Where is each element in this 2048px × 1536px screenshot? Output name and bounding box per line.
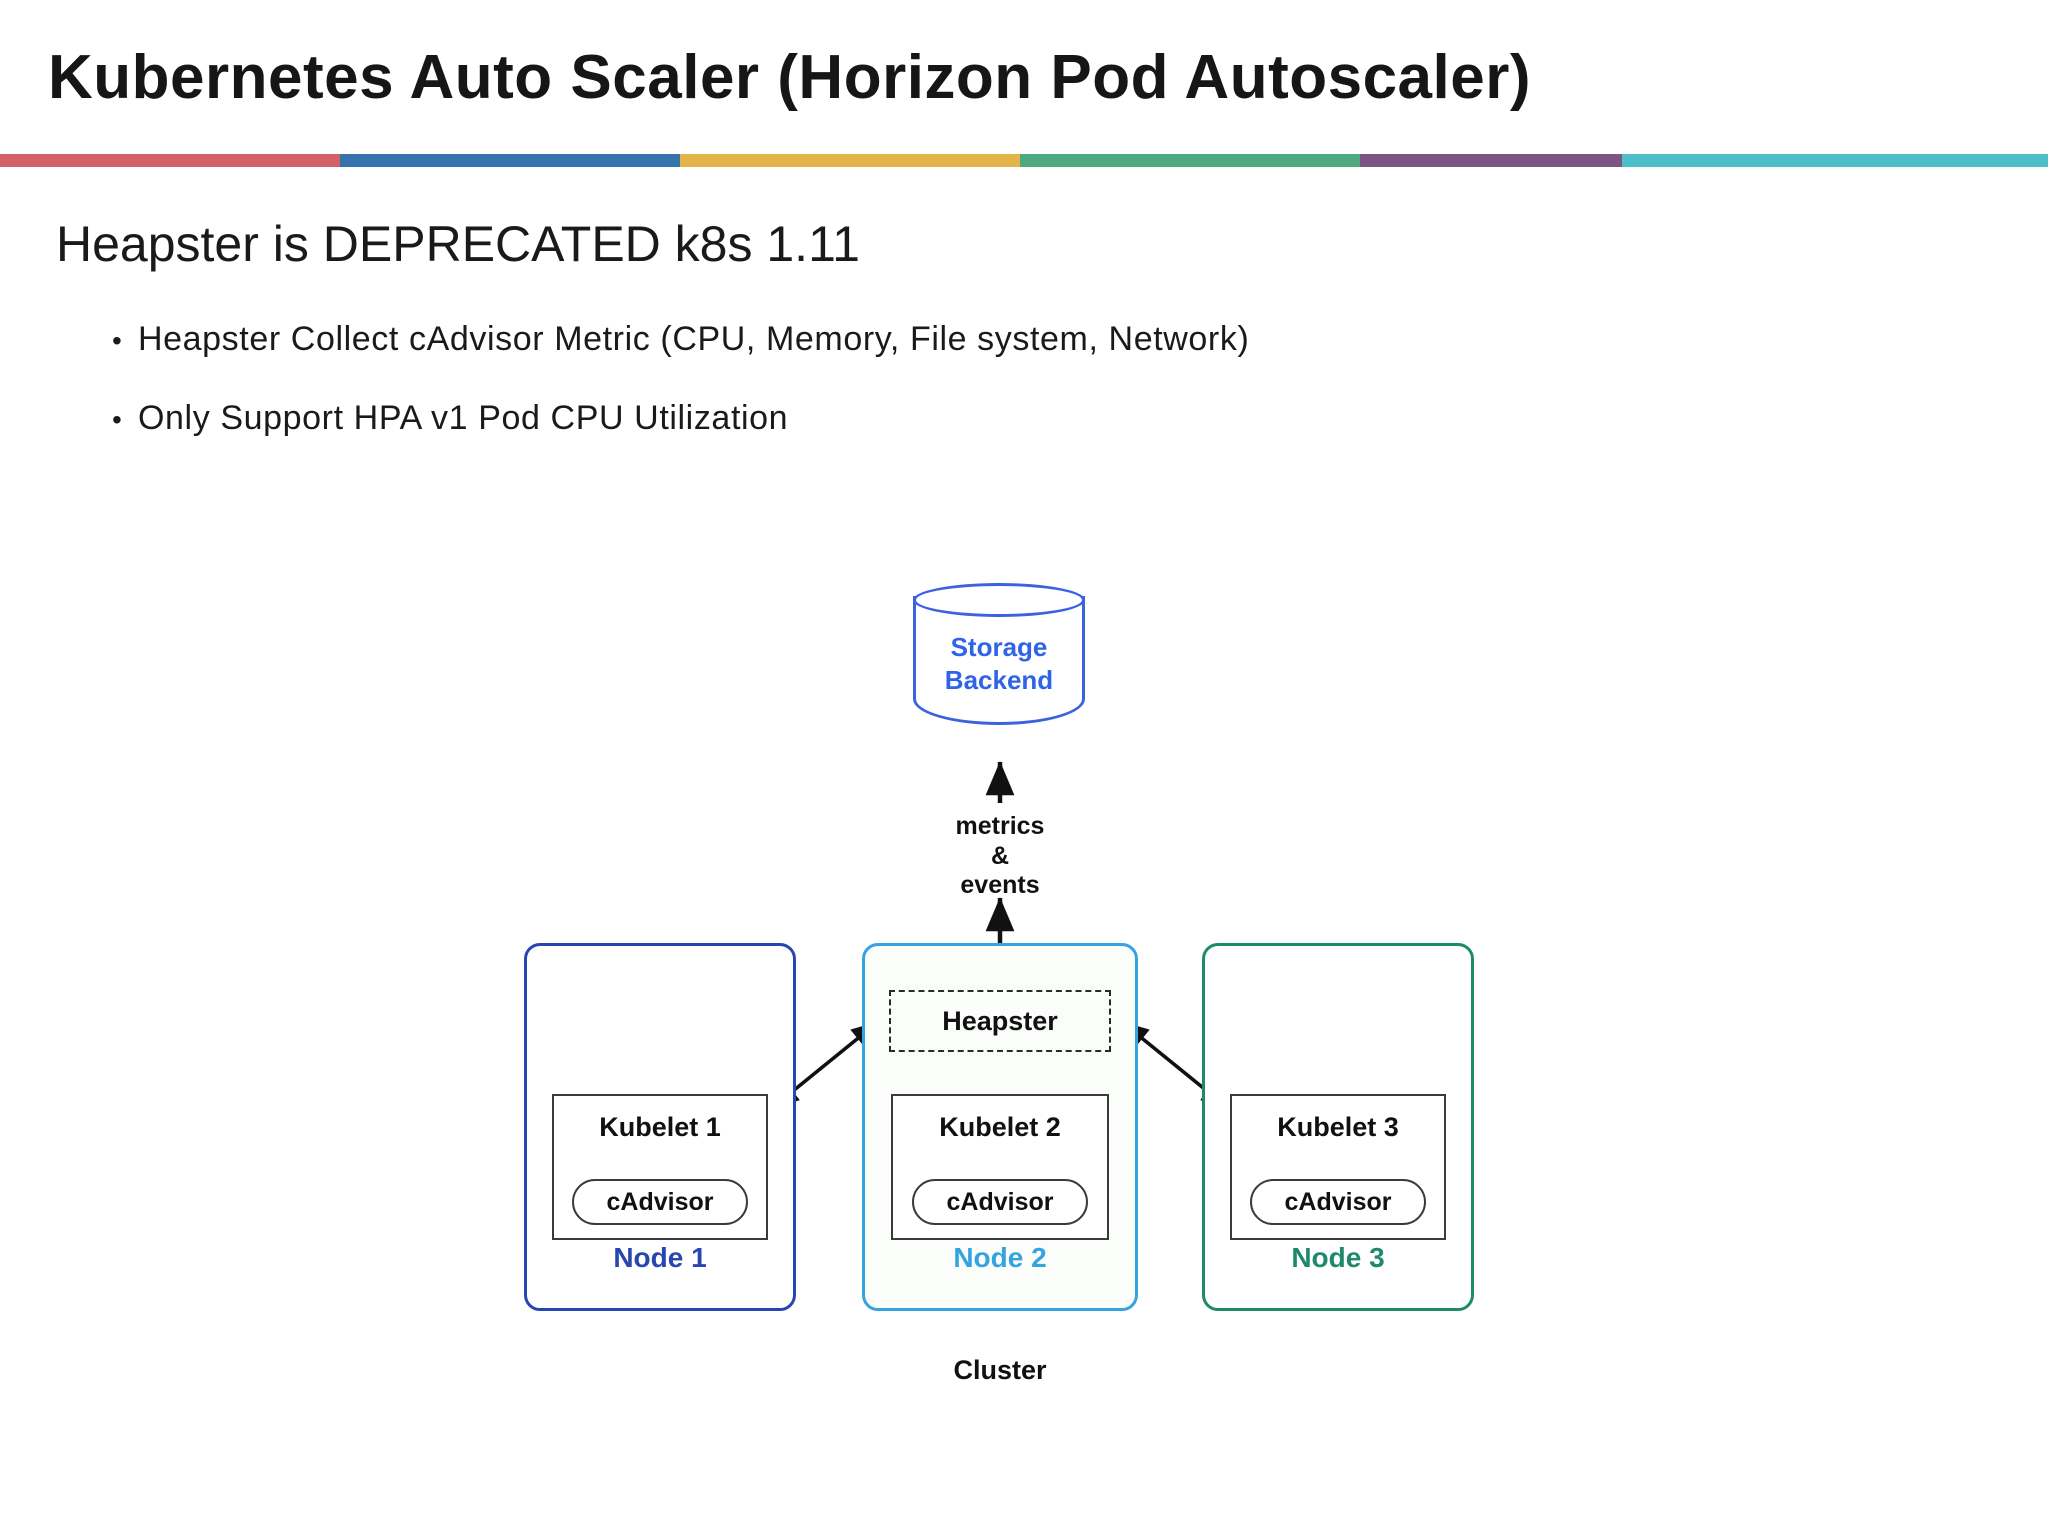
node-box-1[interactable]: Kubelet 1 cAdvisor Node 1: [524, 943, 796, 1311]
kubelet-label-1: Kubelet 1: [599, 1112, 721, 1142]
metrics-line3: events: [960, 871, 1040, 899]
kubelet-label-3: Kubelet 3: [1277, 1112, 1399, 1142]
accent-color-bar: [0, 154, 2048, 167]
bullet-text: Only Support HPA v1 Pod CPU Utilization: [138, 399, 789, 437]
storage-backend-label: Storage Backend: [913, 631, 1085, 698]
kubelet-box-1[interactable]: Kubelet 1 cAdvisor: [552, 1094, 768, 1240]
accent-segment-teal: [1621, 154, 2048, 167]
node-box-2[interactable]: Heapster Kubelet 2 cAdvisor Node 2: [862, 943, 1138, 1311]
cadvisor-pill-1[interactable]: cAdvisor: [572, 1179, 748, 1225]
accent-segment-blue: [339, 154, 680, 167]
metrics-events-label: metrics & events: [880, 812, 1120, 901]
node-box-3[interactable]: Kubelet 3 cAdvisor Node 3: [1202, 943, 1474, 1311]
bullet-text: Heapster Collect cAdvisor Metric (CPU, M…: [138, 320, 1250, 358]
cadvisor-pill-2[interactable]: cAdvisor: [912, 1179, 1088, 1225]
storage-backend-cylinder: Storage Backend: [913, 583, 1085, 738]
node-label-2: Node 2: [953, 1242, 1047, 1273]
node-label-1: Node 1: [613, 1242, 707, 1273]
metrics-line2: &: [990, 841, 1010, 870]
accent-segment-yellow: [679, 154, 1020, 167]
metrics-line1: metrics: [955, 812, 1045, 840]
accent-segment-purple: [1359, 154, 1622, 167]
list-item: • Only Support HPA v1 Pod CPU Utilizatio…: [112, 399, 1712, 438]
cylinder-body: [913, 596, 1085, 725]
list-item: • Heapster Collect cAdvisor Metric (CPU,…: [112, 320, 1712, 359]
kubelet-label-2: Kubelet 2: [939, 1112, 1061, 1142]
bullet-dot-icon: •: [112, 325, 122, 356]
storage-label-line2: Backend: [944, 665, 1054, 696]
bullet-dot-icon: •: [112, 404, 122, 435]
accent-segment-green: [1019, 154, 1360, 167]
cadvisor-pill-3[interactable]: cAdvisor: [1250, 1179, 1426, 1225]
kubelet-box-3[interactable]: Kubelet 3 cAdvisor: [1230, 1094, 1446, 1240]
heapster-box[interactable]: Heapster: [889, 990, 1111, 1052]
cylinder-top-ellipse: [913, 583, 1085, 617]
node-label-3: Node 3: [1291, 1242, 1385, 1273]
section-subtitle: Heapster is DEPRECATED k8s 1.11: [56, 216, 860, 272]
storage-label-line1: Storage: [950, 632, 1048, 662]
cluster-label: Cluster: [953, 1355, 1047, 1385]
accent-segment-red: [0, 154, 340, 167]
page-title: Kubernetes Auto Scaler (Horizon Pod Auto…: [48, 43, 1532, 112]
bullet-list: • Heapster Collect cAdvisor Metric (CPU,…: [112, 320, 1712, 478]
kubelet-box-2[interactable]: Kubelet 2 cAdvisor: [891, 1094, 1109, 1240]
